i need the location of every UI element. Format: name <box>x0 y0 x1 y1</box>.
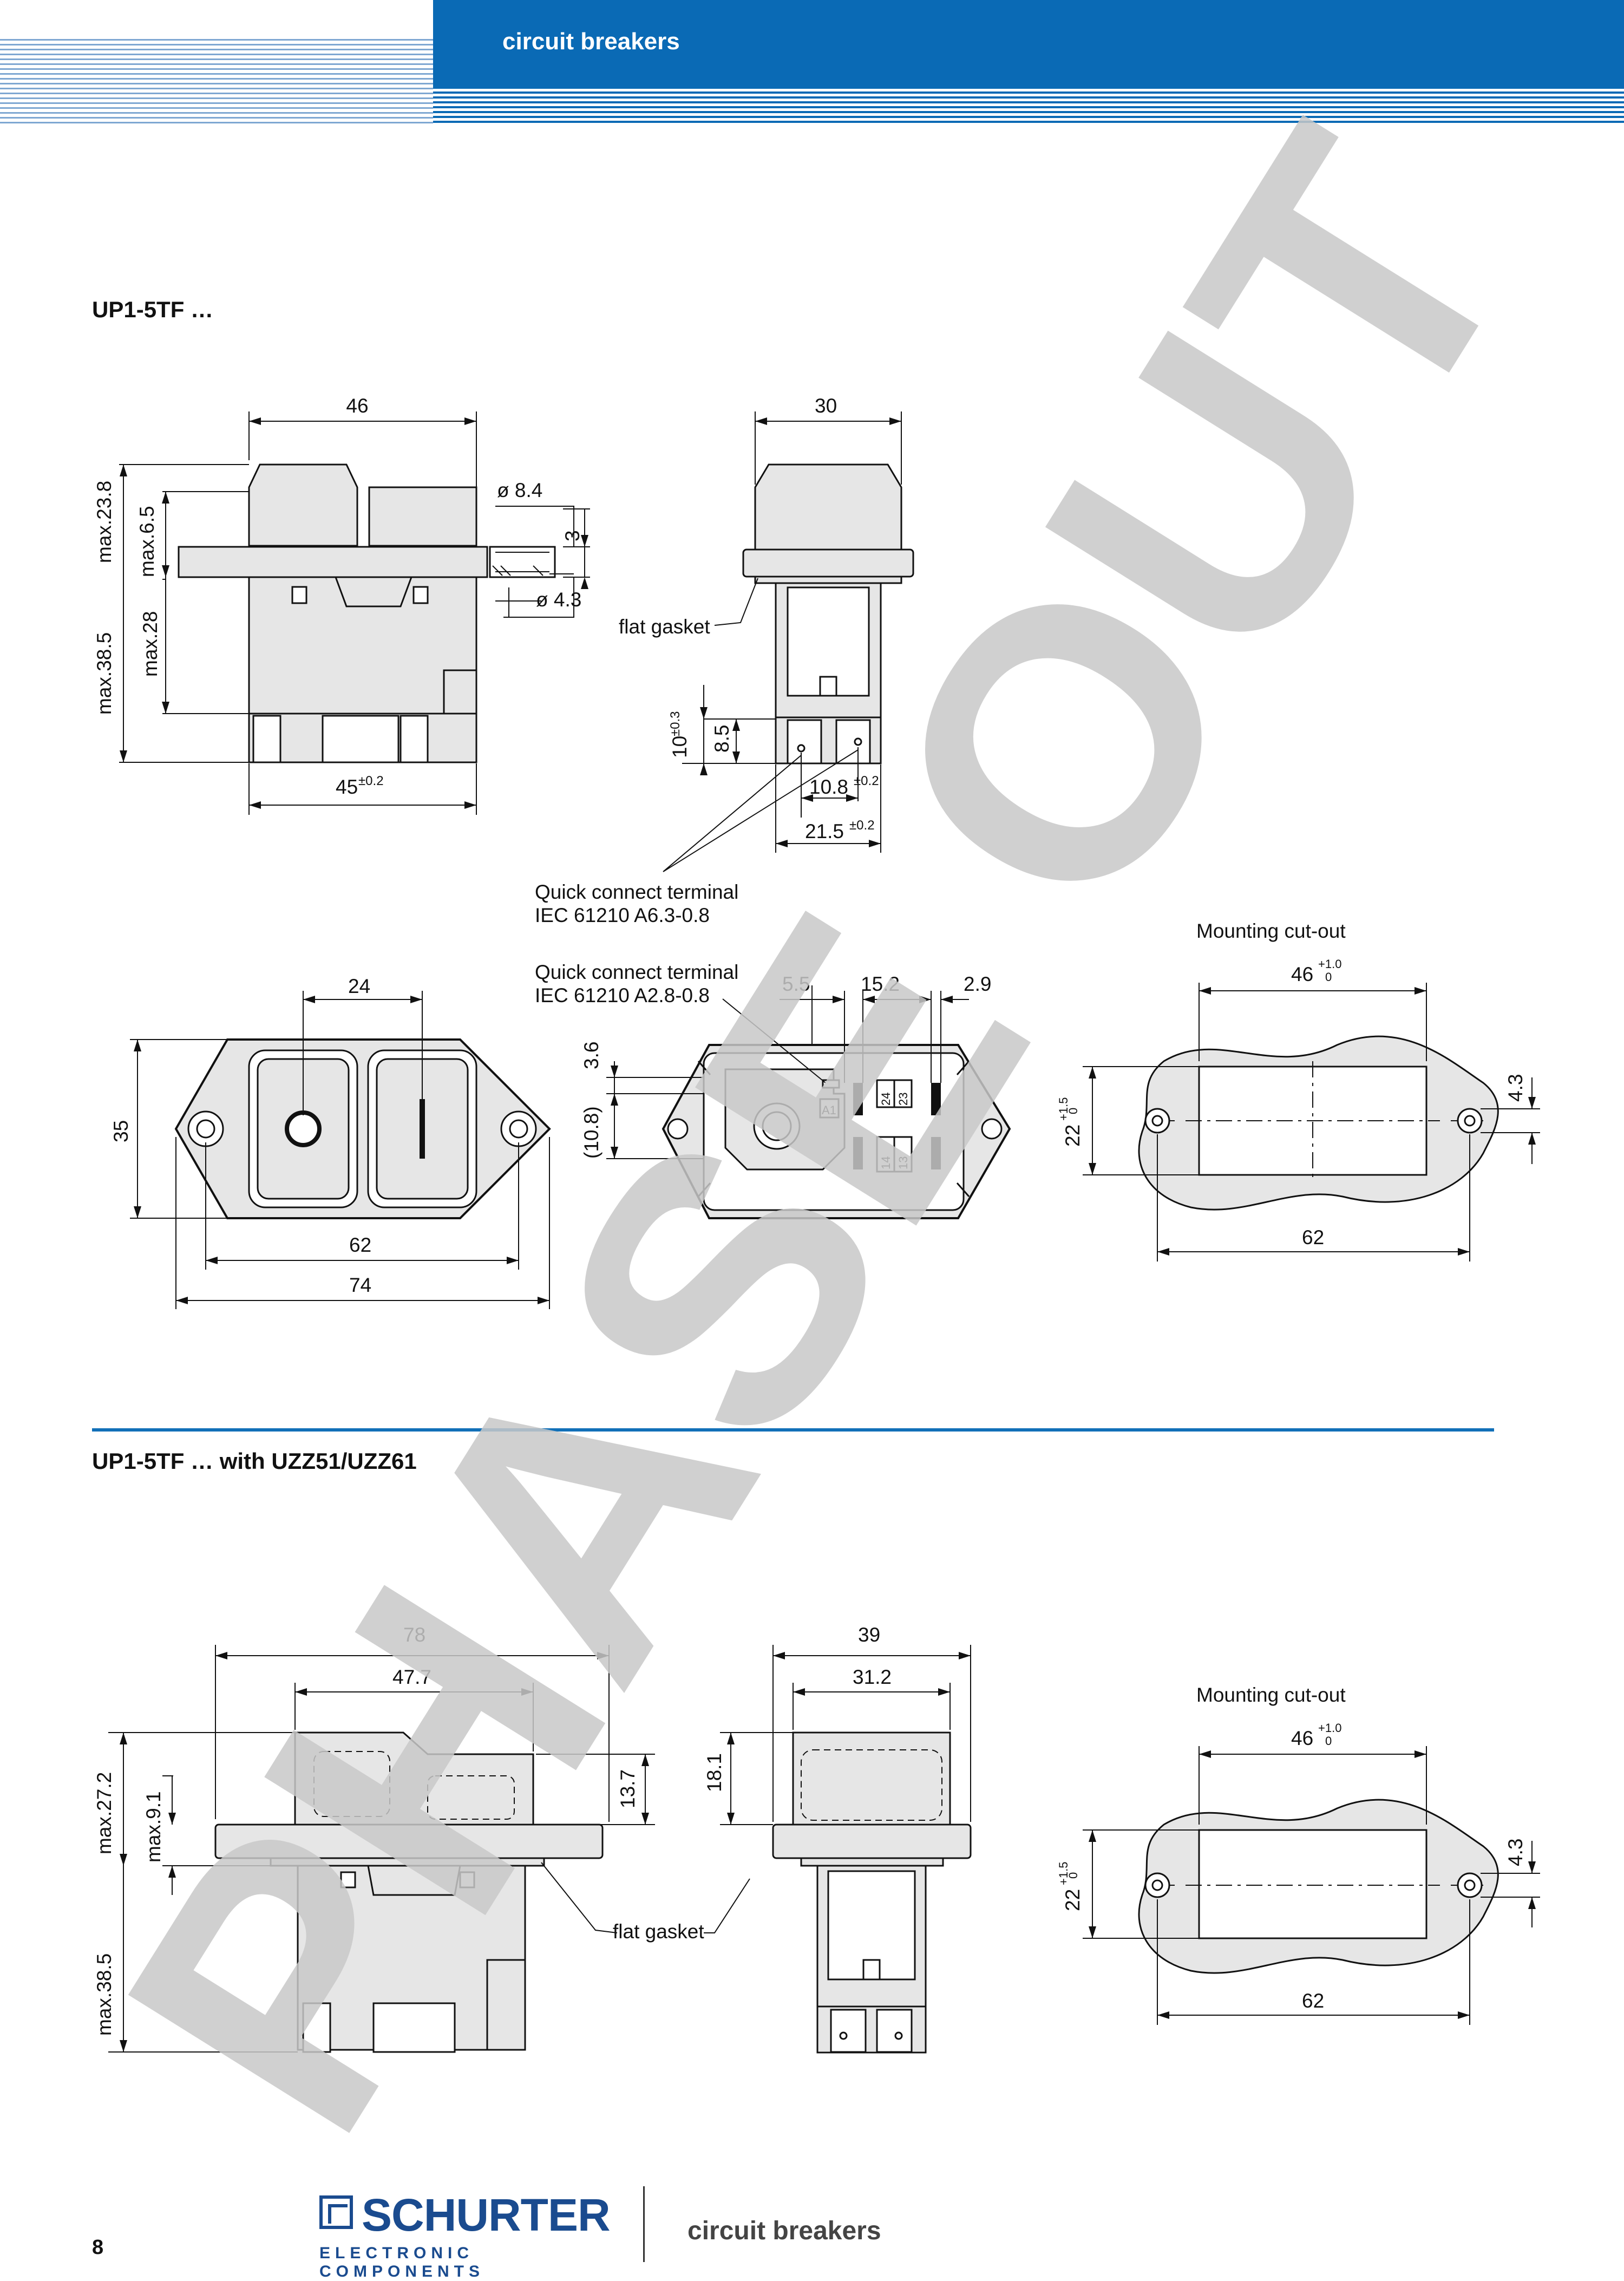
page-number: 8 <box>92 2236 104 2259</box>
mounting-cutout-bottom <box>1083 1746 1540 2025</box>
dim-10: 10 <box>669 736 691 758</box>
dim-46-top: 46 <box>346 395 368 417</box>
cut-22-tol-zero-top: 0 <box>1066 1108 1080 1114</box>
qc-terminal-2-line1: Quick connect terminal <box>535 961 738 983</box>
terminal-13: 13 <box>896 1156 910 1169</box>
logo-subtitle: ELECTRONIC COMPONENTS <box>319 2244 485 2280</box>
dim-45: 45 <box>336 776 358 798</box>
dim-24: 24 <box>348 975 370 997</box>
terminal-14: 14 <box>879 1156 893 1169</box>
cut-4-3-top: 4.3 <box>1504 1074 1527 1102</box>
dim-max-38-5-bottom: max.38.5 <box>93 1953 115 2036</box>
dim-phi-8-4: ø 8.4 <box>497 479 542 501</box>
footer-category: circuit breakers <box>687 2217 881 2245</box>
qc-terminal-2-line2: IEC 61210 A2.8-0.8 <box>535 984 710 1006</box>
mounting-cutout-label-bottom: Mounting cut-out <box>1196 1684 1346 1706</box>
dim-35: 35 <box>110 1120 132 1142</box>
watermark-text: PHASE OUT <box>45 68 1594 2198</box>
dim-15-2: 15.2 <box>861 973 900 995</box>
schurter-logo: SCHURTER ELECTRONIC COMPONENTS <box>319 2189 611 2280</box>
cut-46-tol-zero-top: 0 <box>1325 970 1332 984</box>
dim-2-9: 2.9 <box>964 973 991 995</box>
cut-22-tol-bottom: +1.5 <box>1057 1862 1070 1885</box>
section-divider <box>92 1428 1494 1432</box>
dim-78: 78 <box>403 1624 425 1646</box>
cut-46-tol-plus-top: +1.0 <box>1318 957 1341 971</box>
dim-10-tol: ±0.3 <box>668 711 683 736</box>
terminal-a1: A1 <box>822 1103 836 1117</box>
dim-phi-4-3: ø 4.3 <box>536 589 581 611</box>
dim-max-6-5: max.6.5 <box>136 506 158 577</box>
qc-terminal-1-line1: Quick connect terminal <box>535 881 738 903</box>
cut-22-top: 22 <box>1062 1125 1084 1147</box>
section-title-top: UP1-5TF … <box>92 297 214 322</box>
dim-10-8: 10.8 <box>809 776 848 798</box>
cut-22-tol-top: +1.5 <box>1057 1097 1070 1121</box>
mounting-cutout-top <box>1083 983 1540 1262</box>
cut-22-tol-zero-bottom: 0 <box>1066 1872 1080 1879</box>
dim-21-5: 21.5 <box>805 820 844 842</box>
dim-10-8-paren: (10.8) <box>580 1106 603 1159</box>
footer-separator <box>643 2186 645 2262</box>
dim-62-front: 62 <box>349 1234 371 1256</box>
cut-46-tol-zero-bottom: 0 <box>1325 1734 1332 1748</box>
header-stripes-left <box>0 39 433 123</box>
logo-brand: SCHURTER <box>362 2190 611 2240</box>
cut-62-top: 62 <box>1302 1226 1324 1249</box>
header-band <box>433 0 1624 87</box>
dim-74: 74 <box>349 1274 371 1296</box>
dim-45-tol: ±0.2 <box>358 774 384 788</box>
mounting-cutout-label-top: Mounting cut-out <box>1196 920 1346 942</box>
header-title: circuit breakers <box>502 28 680 55</box>
end-view-bottom <box>720 1645 972 2054</box>
dim-3: 3 <box>561 530 584 541</box>
dim-18-1: 18.1 <box>703 1753 725 1792</box>
header-stripes-right <box>433 87 1624 123</box>
dim-39: 39 <box>858 1624 880 1646</box>
dim-max-9-1: max.9.1 <box>142 1791 165 1862</box>
rear-view <box>606 985 1011 1219</box>
cut-46-tol-plus-bottom: +1.0 <box>1318 1721 1341 1735</box>
dim-47-7: 47.7 <box>392 1666 431 1688</box>
cut-4-3-bottom: 4.3 <box>1504 1839 1527 1866</box>
dim-max-23-8: max.23.8 <box>93 481 115 563</box>
dim-13-7: 13.7 <box>617 1769 639 1808</box>
flat-gasket-label-top: flat gasket <box>619 616 710 638</box>
qc-terminal-1-line2: IEC 61210 A6.3-0.8 <box>535 904 710 926</box>
front-face-view <box>130 991 551 1309</box>
dim-30: 30 <box>815 395 837 417</box>
cut-62-bottom: 62 <box>1302 1990 1324 2012</box>
cut-46-bottom: 46 <box>1291 1727 1313 1749</box>
dim-3-6: 3.6 <box>580 1042 603 1069</box>
dim-max-28: max.28 <box>139 611 161 677</box>
flat-gasket-label-bottom: flat gasket <box>613 1920 704 1943</box>
schurter-logo-mark-icon <box>319 2195 353 2229</box>
dim-21-5-tol: ±0.2 <box>849 818 875 833</box>
cut-46-top: 46 <box>1291 963 1313 985</box>
dim-max-27-2: max.27.2 <box>93 1772 115 1854</box>
cut-22-bottom: 22 <box>1062 1889 1084 1911</box>
dim-8-5: 8.5 <box>711 725 733 753</box>
section-title-bottom: UP1-5TF … with UZZ51/UZZ61 <box>92 1448 417 1474</box>
dim-max-38-5: max.38.5 <box>93 632 115 715</box>
side-view-top <box>119 411 590 815</box>
end-view-top <box>663 411 914 872</box>
dim-5-5: 5.5 <box>782 973 810 995</box>
terminal-24: 24 <box>879 1093 893 1106</box>
dim-10-8-tol: ±0.2 <box>854 774 879 788</box>
terminal-23: 23 <box>896 1093 910 1106</box>
side-view-bottom <box>108 1645 750 2053</box>
dim-31-2: 31.2 <box>853 1666 892 1688</box>
